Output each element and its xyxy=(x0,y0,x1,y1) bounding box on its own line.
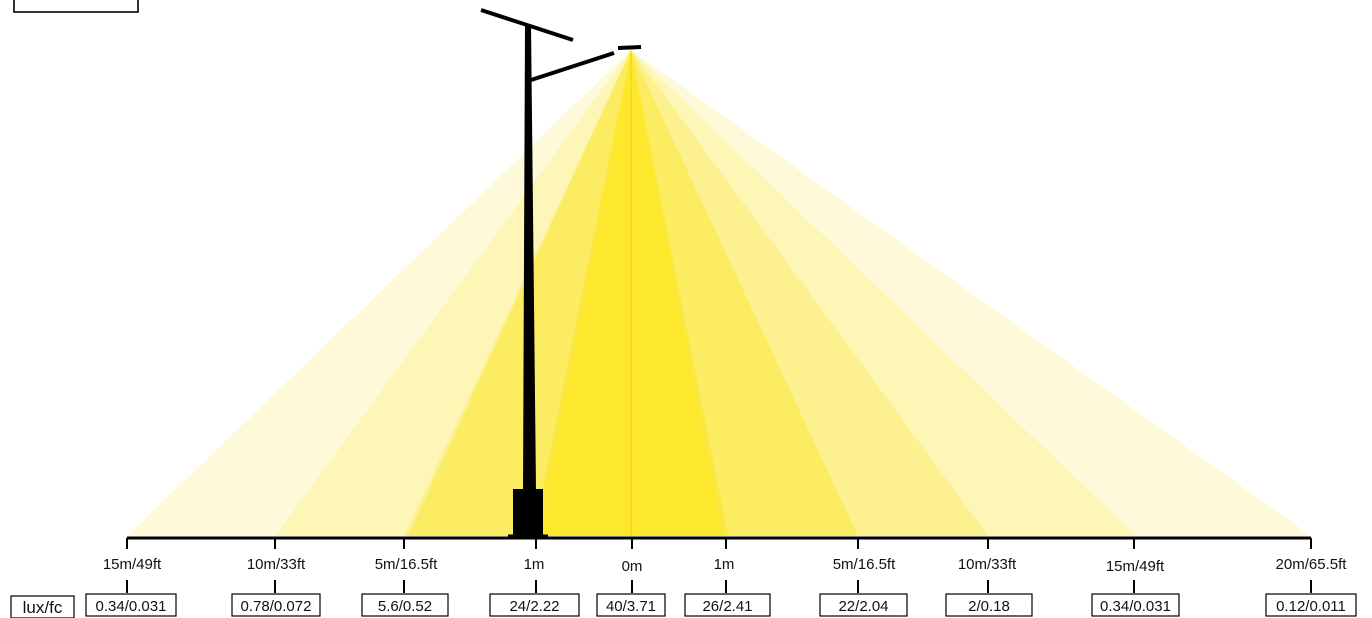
measurement-box xyxy=(231,593,321,617)
measurement-box xyxy=(85,593,177,617)
measurement-value: 0.12/0.011 xyxy=(1276,598,1346,615)
measurement-box xyxy=(819,593,908,617)
corner-box xyxy=(13,0,139,13)
light-beam-group xyxy=(127,50,1311,536)
distance-label: 15m/49ft xyxy=(1106,558,1165,575)
lamp-pole xyxy=(523,25,536,490)
measurement-boxes: lux/fc 0.34/0.031 0.78/0.072 5.6/0.52 24… xyxy=(10,593,1357,618)
distance-label: 1m xyxy=(714,556,735,573)
measurement-box xyxy=(489,593,580,617)
street-lamp xyxy=(480,8,642,538)
distance-label: 5m/16.5ft xyxy=(833,556,896,573)
measurement-value: 24/2.22 xyxy=(509,598,559,615)
measurement-box xyxy=(1091,593,1180,617)
distance-labels: 15m/49ft 10m/33ft 5m/16.5ft 1m 0m 1m 5m/… xyxy=(103,556,1347,575)
distance-label: 5m/16.5ft xyxy=(375,556,438,573)
distance-label: 10m/33ft xyxy=(247,556,306,573)
lamp-base xyxy=(513,489,543,536)
measurement-box xyxy=(596,593,666,617)
measurement-box xyxy=(1265,593,1357,617)
legend-label: lux/fc xyxy=(23,598,63,617)
lamp-crossbar xyxy=(480,8,574,42)
legend-box xyxy=(10,595,75,618)
distance-label: 10m/33ft xyxy=(958,556,1017,573)
measurement-value: 40/3.71 xyxy=(606,598,656,615)
distance-label: 1m xyxy=(524,556,545,573)
measurement-value: 26/2.41 xyxy=(702,598,752,615)
measurement-value: 0.34/0.031 xyxy=(96,598,167,615)
distance-label: 15m/49ft xyxy=(103,556,162,573)
measurement-box xyxy=(945,593,1033,617)
lamp-arm xyxy=(530,51,615,82)
measurement-value: 2/0.18 xyxy=(968,598,1010,615)
measurement-value: 0.78/0.072 xyxy=(241,598,312,615)
measurement-box xyxy=(684,593,771,617)
measurement-value: 5.6/0.52 xyxy=(378,598,432,615)
distance-label: 0m xyxy=(622,558,643,575)
measurement-value: 0.34/0.031 xyxy=(1100,598,1171,615)
lamp-head xyxy=(617,45,642,50)
measurement-value: 22/2.04 xyxy=(838,598,888,615)
distance-label: 20m/65.5ft xyxy=(1276,556,1348,573)
axis-ticks xyxy=(126,538,1312,593)
measurement-box xyxy=(361,593,449,617)
